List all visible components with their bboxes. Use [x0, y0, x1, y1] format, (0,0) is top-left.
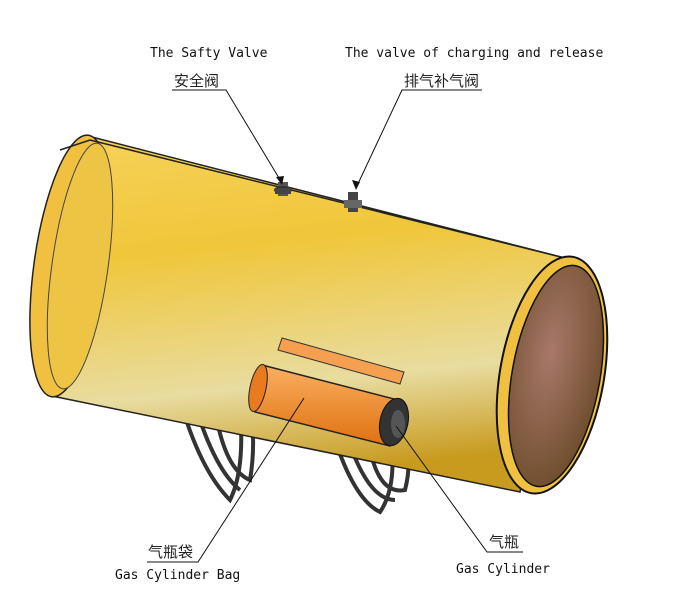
charge-valve-label-en: The valve of charging and release — [345, 46, 604, 61]
safety-valve-label-cn: 安全阀 — [174, 72, 220, 90]
tank-body — [51, 135, 566, 493]
bag-label-en: Gas Cylinder Bag — [115, 568, 241, 583]
cylinder-label-en: Gas Cylinder — [456, 562, 550, 577]
safety-valve-label-en: The Safty Valve — [150, 46, 268, 61]
bag-label-cn: 气瓶袋 — [148, 543, 194, 561]
charging-valve — [344, 192, 362, 212]
bag-bracket — [277, 337, 405, 385]
leader-lines — [147, 89, 523, 563]
charge-valve-label-cn: 排气补气阀 — [404, 72, 480, 90]
cylinder-label-cn: 气瓶 — [489, 533, 520, 551]
safety-valve — [274, 182, 292, 196]
